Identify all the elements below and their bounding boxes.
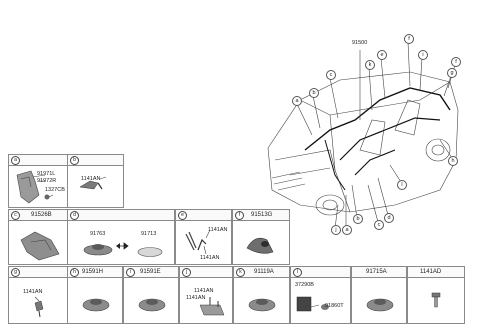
cell-g-part-1: 1141AN (23, 289, 43, 295)
callout-b[interactable]: b (309, 88, 319, 98)
cell-f-letter: f (235, 211, 244, 220)
callout-a[interactable]: a (292, 96, 302, 106)
cell-m-header: 91715A (366, 269, 387, 275)
wire-clip-icon (79, 176, 107, 190)
cell-d-part-2: 91713 (141, 231, 157, 237)
callout-g[interactable]: g (447, 68, 457, 78)
callout-d-right[interactable]: d (384, 213, 394, 223)
plug-cap-icon (138, 298, 166, 312)
harness-clip-icon (199, 297, 225, 316)
cell-a: a 91971L 91972R 1327CB (8, 154, 68, 208)
connector-clip-icon (34, 296, 44, 318)
cell-d: d 91763 91713 (67, 209, 175, 265)
callout-i-top[interactable]: i (418, 50, 428, 60)
cell-k-header: 91119A (254, 269, 274, 275)
callout-f[interactable]: f (404, 34, 414, 44)
cell-l-letter: l (293, 268, 302, 277)
cell-i-letter: i (126, 268, 135, 277)
cell-l: l 37290B 91860T (290, 266, 351, 324)
cell-j-part-2: 1141AN (186, 295, 206, 301)
plug-cap-icon (248, 298, 276, 312)
cell-m: 91715A (351, 266, 407, 324)
callout-l[interactable]: l (397, 180, 407, 190)
bolt-icon (431, 292, 441, 308)
cell-k: k 91119A (233, 266, 290, 324)
callout-j[interactable]: j (331, 225, 341, 235)
callout-a-low[interactable]: a (342, 225, 352, 235)
cell-h: h 91591H (67, 266, 123, 324)
cell-j-letter: j (182, 268, 191, 277)
cell-n-header: 1141AD (420, 269, 442, 275)
cell-i: i 91591E (123, 266, 179, 324)
cell-j: j 1141AN 1141AN (179, 266, 233, 324)
callout-k[interactable]: k (365, 60, 375, 70)
cell-l-part-1: 37290B (295, 282, 314, 288)
harness-protector-icon (20, 231, 60, 261)
callout-h[interactable]: h (448, 156, 458, 166)
cable-tie-icon (185, 229, 211, 255)
cell-f-header: 91513G (251, 212, 273, 218)
cell-a-part-2: 91972R (37, 178, 57, 184)
cell-a-letter: a (11, 156, 20, 165)
cell-d-letter: d (70, 211, 79, 220)
cell-n: 1141AD (407, 266, 465, 324)
callout-c[interactable]: c (326, 70, 336, 80)
cell-a-part-1: 91971L (37, 171, 56, 177)
cell-g: g 1141AN (8, 266, 68, 324)
cell-f: f 91513G (232, 209, 290, 265)
cell-e-letter: e (178, 211, 187, 220)
plug-cap-icon (82, 298, 110, 312)
cell-c: c 91526B (8, 209, 68, 265)
cell-h-header: 91591H (82, 269, 104, 275)
cell-e-part-2: 1141AN (200, 255, 220, 261)
cell-g-letter: g (11, 268, 20, 277)
relay-box-icon (296, 296, 329, 312)
callout-e[interactable]: e (377, 50, 387, 60)
cell-d-part-1: 91763 (90, 231, 106, 237)
callout-f-right[interactable]: f (451, 57, 461, 67)
cell-l-part-2: 91860T (325, 303, 344, 309)
cell-c-letter: c (11, 211, 20, 220)
cell-b-letter: b (70, 156, 79, 165)
cell-i-header: 91591E (140, 269, 161, 275)
cell-b: b 1141AN (67, 154, 124, 208)
pad-bracket-icon (16, 170, 54, 204)
cell-e-part-1: 1141AN (208, 227, 228, 233)
cell-a-part-3: 1327CB (45, 187, 65, 193)
cell-j-part-1: 1141AN (194, 288, 214, 294)
main-harness-part-number: 91500 (352, 40, 368, 46)
cell-b-part-1: 1141AN (81, 176, 101, 182)
cell-e: e 1141AN 1141AN (175, 209, 232, 265)
cell-k-letter: k (236, 268, 245, 277)
boot-grommet-icon (246, 237, 274, 254)
cell-c-header: 91526B (31, 212, 52, 218)
grommet-pair-icon (83, 242, 163, 257)
cell-h-letter: h (70, 268, 79, 277)
plug-cap-icon (366, 298, 394, 312)
callout-b-low[interactable]: b (353, 214, 363, 224)
callout-c-low[interactable]: c (374, 220, 384, 230)
